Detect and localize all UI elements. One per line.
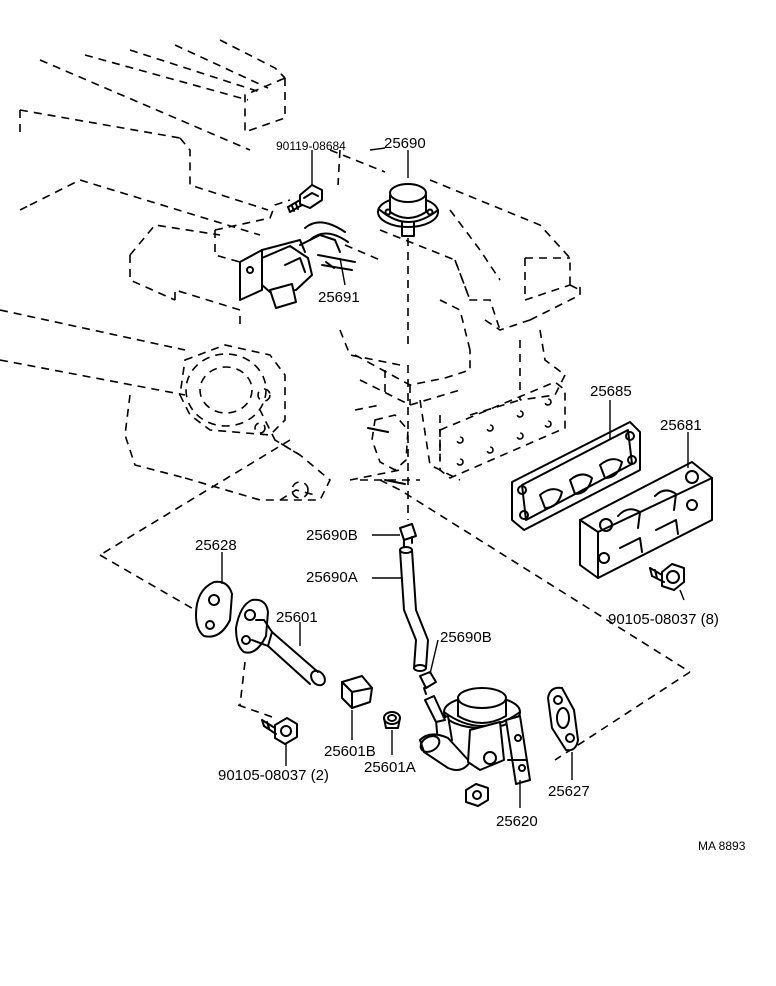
bolt-90105-08037-8 bbox=[649, 563, 685, 591]
nut-25601b bbox=[341, 675, 373, 709]
label-25690b-bottom: 25690B bbox=[440, 629, 492, 646]
figure-code: MA 8893 bbox=[698, 839, 746, 853]
label-25601a: 25601A bbox=[364, 759, 416, 776]
label-90119-08684: 90119-08684 bbox=[276, 139, 346, 153]
label-25601: 25601 bbox=[276, 609, 318, 626]
label-25690: 25690 bbox=[384, 135, 426, 152]
egr-valve-25620 bbox=[419, 687, 531, 785]
ferrule-25601a bbox=[383, 711, 401, 729]
label-25601b: 25601B bbox=[324, 743, 376, 760]
label-25627: 25627 bbox=[548, 783, 590, 800]
connection-lines bbox=[99, 238, 691, 761]
egr-port-stud bbox=[367, 414, 409, 485]
label-25620: 25620 bbox=[496, 813, 538, 830]
leader-lines bbox=[221, 147, 689, 808]
hose-25690a bbox=[399, 546, 429, 672]
label-25690b-top: 25690B bbox=[306, 527, 358, 544]
gasket-25685 bbox=[511, 421, 641, 531]
egr-modulator-25690 bbox=[377, 183, 439, 237]
label-25685: 25685 bbox=[590, 383, 632, 400]
egr-cooler-25681 bbox=[579, 461, 713, 579]
clip-25690b-top bbox=[399, 523, 417, 547]
gasket-25627 bbox=[547, 686, 579, 752]
bolt-90119-08684 bbox=[287, 184, 323, 213]
engine-outline bbox=[0, 39, 581, 501]
head-side-plate bbox=[439, 381, 566, 479]
exhaust-port-flange bbox=[179, 344, 309, 499]
label-25691: 25691 bbox=[318, 289, 360, 306]
bolt-90105-08037-2 bbox=[261, 717, 298, 745]
label-25628: 25628 bbox=[195, 537, 237, 554]
gasket-25628 bbox=[195, 580, 233, 638]
part-labels: 90119-08684 25690 25691 25685 25681 2569… bbox=[195, 135, 746, 853]
egr-pipe-25601 bbox=[235, 598, 326, 687]
label-90105-08037-8: 90105-08037 (8) bbox=[608, 611, 719, 628]
label-25690a: 25690A bbox=[306, 569, 358, 586]
label-90105-08037-2: 90105-08037 (2) bbox=[218, 767, 329, 784]
bracket-25691 bbox=[239, 221, 356, 309]
label-25681: 25681 bbox=[660, 417, 702, 434]
nut-egr-valve bbox=[465, 783, 489, 807]
clip-25690b-bottom bbox=[419, 671, 437, 695]
